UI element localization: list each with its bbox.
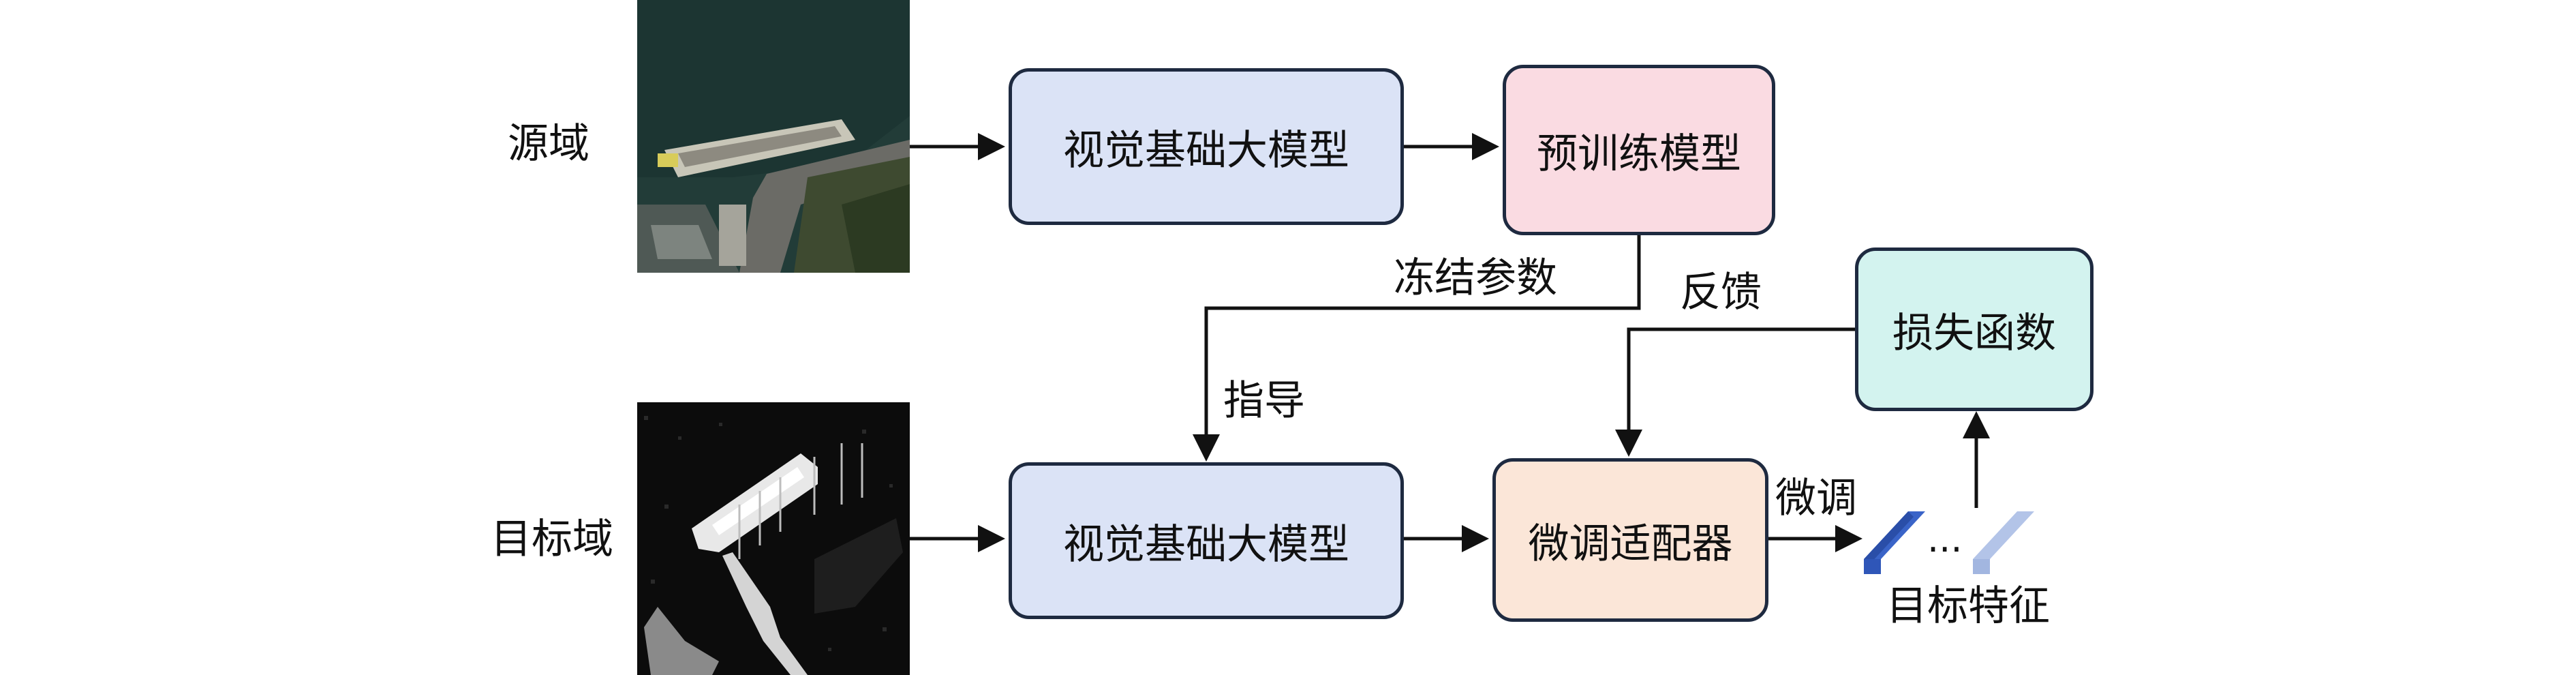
- ellipsis-label: ...: [1927, 518, 1963, 560]
- loss-function-label: 损失函数: [1892, 309, 2056, 357]
- target-domain-label: 目标域: [491, 515, 613, 563]
- freeze-params-label: 冻结参数: [1394, 254, 1557, 302]
- finetune-adapter-box: 微调适配器: [1492, 458, 1768, 622]
- pretrained-model-box: 预训练模型: [1503, 65, 1775, 235]
- pretrained-model-label: 预训练模型: [1537, 130, 1741, 178]
- guide-label: 指导: [1223, 377, 1305, 425]
- feedback-label: 反馈: [1680, 269, 1762, 316]
- target-features-label: 目标特征: [1886, 582, 2050, 630]
- source-domain-label: 源域: [508, 120, 589, 168]
- arrow-feedback: [1615, 327, 1855, 457]
- feature-vector-dark-face: [1864, 559, 1881, 574]
- target-image: [637, 402, 910, 675]
- feature-vector-dark-top: [1864, 511, 1914, 565]
- finetune-adapter-label: 微调适配器: [1528, 520, 1733, 568]
- vfm-source-box: 视觉基础大模型: [1009, 68, 1404, 225]
- finetune-label: 微调: [1775, 475, 1857, 522]
- target-feature-vectors: [1864, 511, 2034, 574]
- vfm-source-label: 视觉基础大模型: [1063, 126, 1349, 175]
- vfm-target-label: 视觉基础大模型: [1063, 520, 1349, 569]
- arrow-freeze-params: [1193, 235, 1641, 462]
- feature-vector-light-face: [1973, 559, 1990, 574]
- vfm-target-box: 视觉基础大模型: [1009, 462, 1404, 619]
- source-image: [637, 0, 910, 273]
- loss-function-box: 损失函数: [1855, 247, 2094, 411]
- feature-vector-light: [1973, 511, 2034, 559]
